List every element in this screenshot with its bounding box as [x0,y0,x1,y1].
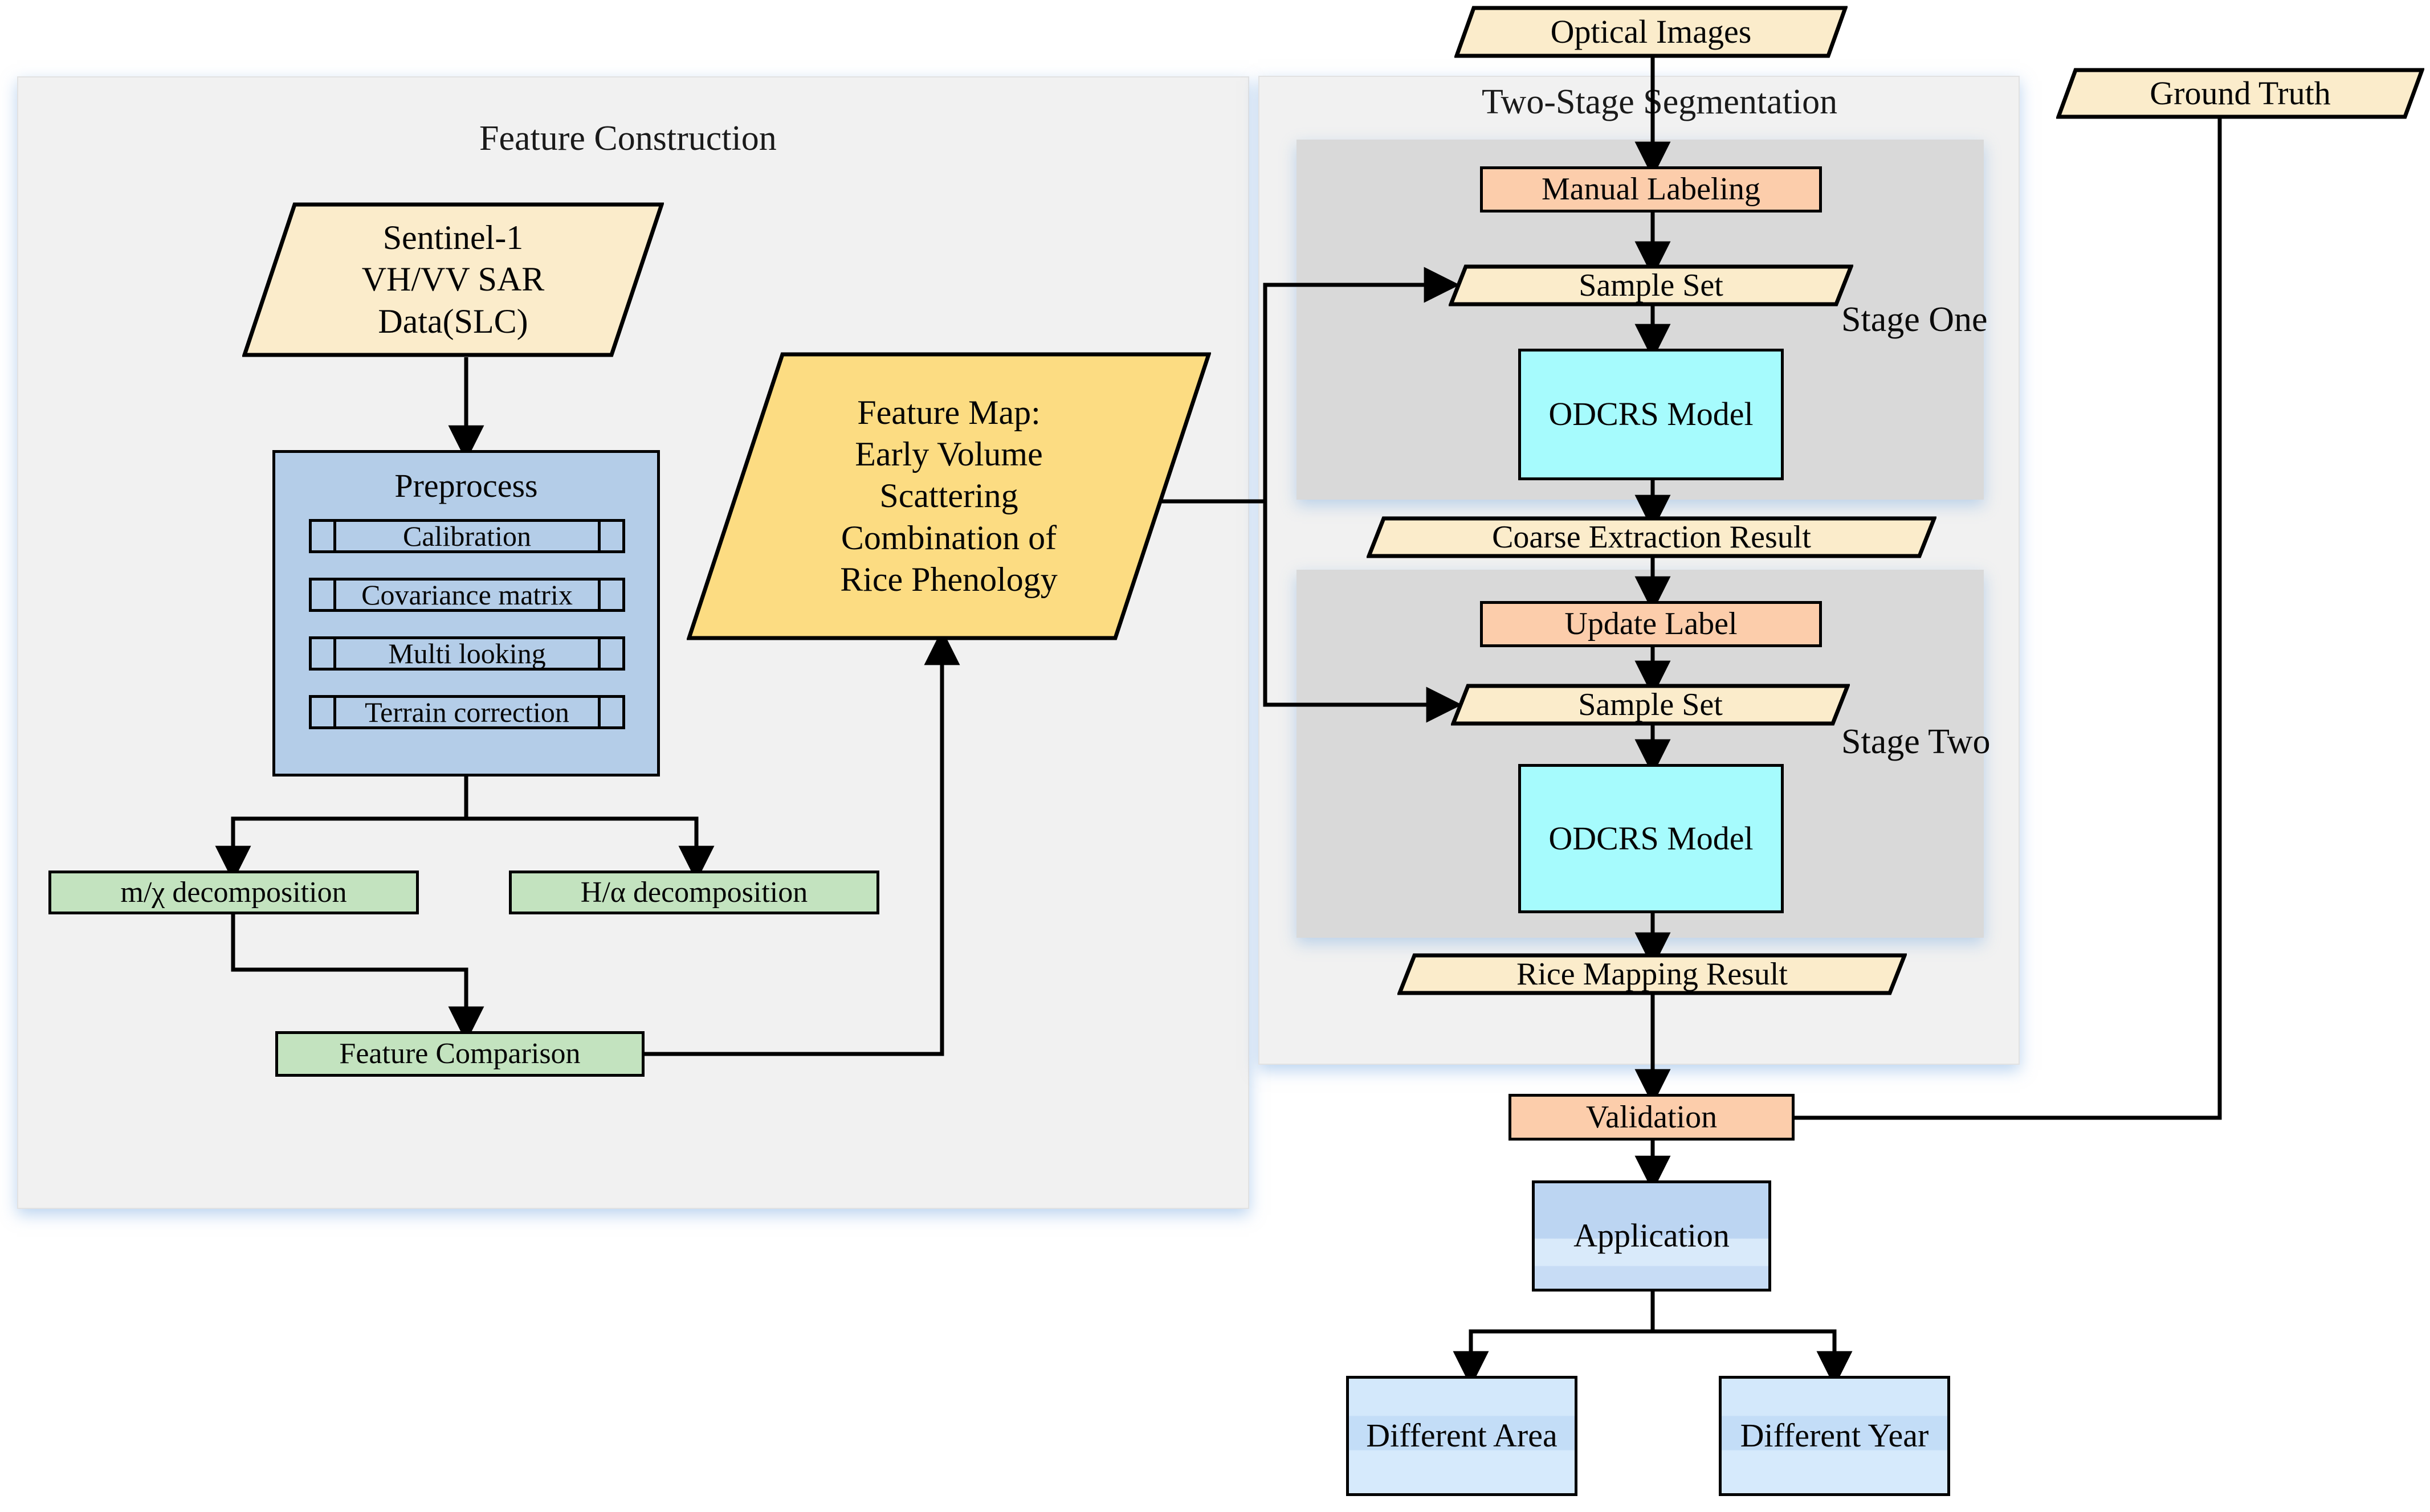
node-update-label[interactable]: Update Label [1480,601,1822,647]
node-label-odcrs-model-one: ODCRS Model [1548,395,1754,433]
node-ground-truth[interactable]: Ground Truth [2056,68,2424,119]
node-label-sentinel-data: Sentinel-1 VH/VV SAR Data(SLC) [361,219,545,340]
node-label-preprocess: Preprocess [394,467,538,504]
node-label-ground-truth: Ground Truth [2150,74,2331,112]
node-label-different-area: Different Area [1366,1417,1558,1454]
parallelogram-shape [2056,68,2424,119]
node-label-optical-images: Optical Images [1550,13,1752,50]
node-feature-map[interactable]: Feature Map: Early Volume Scattering Com… [687,352,1211,640]
node-feature-comparison[interactable]: Feature Comparison [275,1031,645,1077]
panel-title-two-stage-segmentation: Two-Stage Segmentation [1482,83,1838,121]
node-label-update-label: Update Label [1564,606,1738,642]
node-label-feature-map: Feature Map: Early Volume Scattering Com… [840,394,1058,598]
node-sample-set-one[interactable]: Sample Set [1449,264,1853,307]
node-application[interactable]: Application [1532,1180,1771,1292]
node-halpha-decomposition[interactable]: H/α decomposition [509,871,879,914]
preprocess-step-calibration[interactable]: Calibration [309,519,625,553]
stage-one-label: Stage One [1841,300,1988,339]
preprocess-step-label: Covariance matrix [361,578,573,611]
parallelogram-shape [242,202,664,357]
parallelogram-shape [687,352,1211,640]
node-label-manual-labeling: Manual Labeling [1541,171,1761,207]
preprocess-step-label: Multi looking [388,637,546,669]
node-rice-mapping-result[interactable]: Rice Mapping Result [1397,953,1907,995]
node-label-different-year: Different Year [1740,1417,1929,1454]
preprocess-step-covariance-matrix[interactable]: Covariance matrix [309,578,625,612]
node-different-year[interactable]: Different Year [1719,1376,1950,1496]
node-odcrs-model-one[interactable]: ODCRS Model [1518,349,1784,480]
parallelogram-shape [1454,6,1848,58]
panel-title-feature-construction: Feature Construction [479,119,777,158]
node-label-sample-set-one: Sample Set [1579,267,1723,303]
node-label-halpha-decomposition: H/α decomposition [580,876,808,909]
node-odcrs-model-two[interactable]: ODCRS Model [1518,764,1784,913]
node-different-area[interactable]: Different Area [1346,1376,1577,1496]
stage-two-label: Stage Two [1841,722,1991,761]
node-sentinel-data[interactable]: Sentinel-1 VH/VV SAR Data(SLC) [242,202,664,357]
node-label-coarse-extraction-result: Coarse Extraction Result [1492,519,1811,555]
node-label-validation: Validation [1585,1099,1718,1135]
node-label-odcrs-model-two: ODCRS Model [1548,819,1754,857]
node-label-feature-comparison: Feature Comparison [339,1037,581,1070]
node-validation[interactable]: Validation [1508,1094,1795,1141]
node-label-application: Application [1573,1217,1730,1254]
node-sample-set-two[interactable]: Sample Set [1451,684,1850,726]
node-manual-labeling[interactable]: Manual Labeling [1480,166,1822,213]
preprocess-step-label: Calibration [403,520,531,552]
node-optical-images[interactable]: Optical Images [1454,6,1848,58]
preprocess-step-multi-looking[interactable]: Multi looking [309,636,625,671]
preprocess-step-label: Terrain correction [365,696,569,728]
node-label-sample-set-two: Sample Set [1578,686,1723,722]
node-label-mchi-decomposition: m/χ decomposition [120,876,347,909]
node-mchi-decomposition[interactable]: m/χ decomposition [48,871,419,914]
node-label-rice-mapping-result: Rice Mapping Result [1516,956,1788,992]
node-preprocess[interactable]: Preprocess Calibration Covariance matrix… [272,450,660,777]
preprocess-step-terrain-correction[interactable]: Terrain correction [309,695,625,729]
node-coarse-extraction-result[interactable]: Coarse Extraction Result [1367,516,1936,558]
